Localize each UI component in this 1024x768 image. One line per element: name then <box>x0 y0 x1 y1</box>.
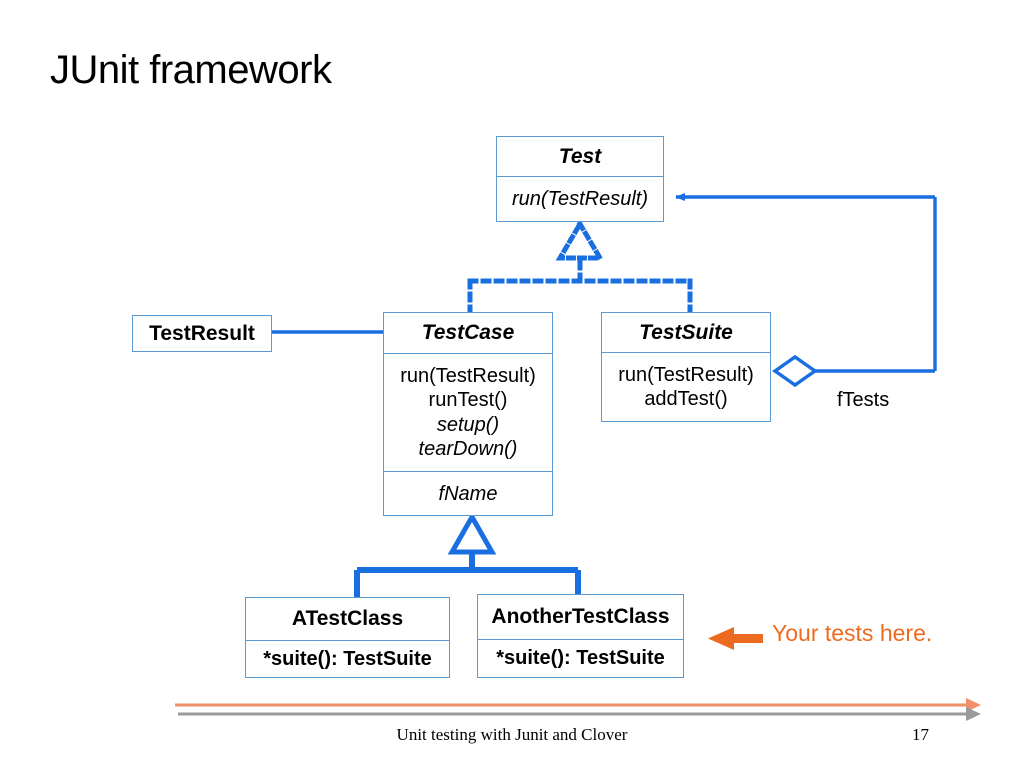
uml-class-name: TestSuite <box>639 320 733 344</box>
uml-operation: *suite(): TestSuite <box>496 647 665 670</box>
realization-hollow-triangle <box>555 219 605 261</box>
uml-operations-compartment: run(TestResult) <box>497 176 663 221</box>
uml-class-name: Test <box>558 144 602 168</box>
uml-class-name-compartment: Test <box>497 137 663 176</box>
uml-class-anothertestclass[interactable]: AnotherTestClass *suite(): TestSuite <box>477 594 684 678</box>
callout-arrow-icon <box>708 627 763 650</box>
uml-operation: *suite(): TestSuite <box>263 647 432 670</box>
page-title: JUnit framework <box>50 48 332 92</box>
uml-attribute: fName <box>438 482 498 505</box>
realization-connector-group <box>467 219 693 315</box>
uml-class-name: ATestClass <box>291 606 404 630</box>
uml-operations-compartment: *suite(): TestSuite <box>246 639 449 677</box>
uml-class-name: AnotherTestClass <box>491 604 670 628</box>
footer-arrow-orange-icon <box>175 698 981 712</box>
uml-class-name: TestResult <box>149 321 255 345</box>
aggregation-connector-group <box>675 193 937 388</box>
footer-arrow-gray-icon <box>178 707 981 721</box>
uml-class-name: TestCase <box>421 320 515 344</box>
uml-operation: addTest() <box>644 388 728 411</box>
uml-operation: setup() <box>436 413 500 436</box>
uml-operation: run(TestResult) <box>618 363 754 386</box>
uml-class-name-compartment: AnotherTestClass <box>478 595 683 639</box>
aggregation-diamond <box>772 354 818 388</box>
uml-operation: run(TestResult) <box>400 364 536 387</box>
uml-class-test[interactable]: Test run(TestResult) <box>496 136 664 222</box>
uml-attributes-compartment: fName <box>384 471 552 515</box>
uml-class-testresult[interactable]: TestResult <box>132 315 272 352</box>
generalization-connector-group <box>354 511 581 598</box>
uml-class-name-compartment: ATestClass <box>246 598 449 640</box>
association-role-label-ftests: fTests <box>837 389 890 411</box>
footer-title: Unit testing with Junit and Clover <box>396 725 628 744</box>
uml-class-name-compartment: TestSuite <box>602 313 770 352</box>
uml-operation: runTest() <box>428 389 508 412</box>
uml-operations-compartment: run(TestResult) addTest() <box>602 352 770 421</box>
uml-class-testcase[interactable]: TestCase run(TestResult) runTest() setup… <box>383 312 553 516</box>
uml-class-name-compartment: TestResult <box>133 316 271 351</box>
uml-class-atestclass[interactable]: ATestClass *suite(): TestSuite <box>245 597 450 678</box>
footer-page-number: 17 <box>912 725 929 744</box>
uml-operation: run(TestResult) <box>512 187 648 210</box>
uml-operations-compartment: run(TestResult) runTest() setup() tearDo… <box>384 352 552 472</box>
uml-operations-compartment: *suite(): TestSuite <box>478 638 683 677</box>
uml-class-testsuite[interactable]: TestSuite run(TestResult) addTest() <box>601 312 771 422</box>
uml-operation: tearDown() <box>418 437 518 460</box>
callout-label: Your tests here. <box>772 620 933 646</box>
uml-class-name-compartment: TestCase <box>384 313 552 353</box>
generalization-hollow-triangle <box>447 511 497 555</box>
